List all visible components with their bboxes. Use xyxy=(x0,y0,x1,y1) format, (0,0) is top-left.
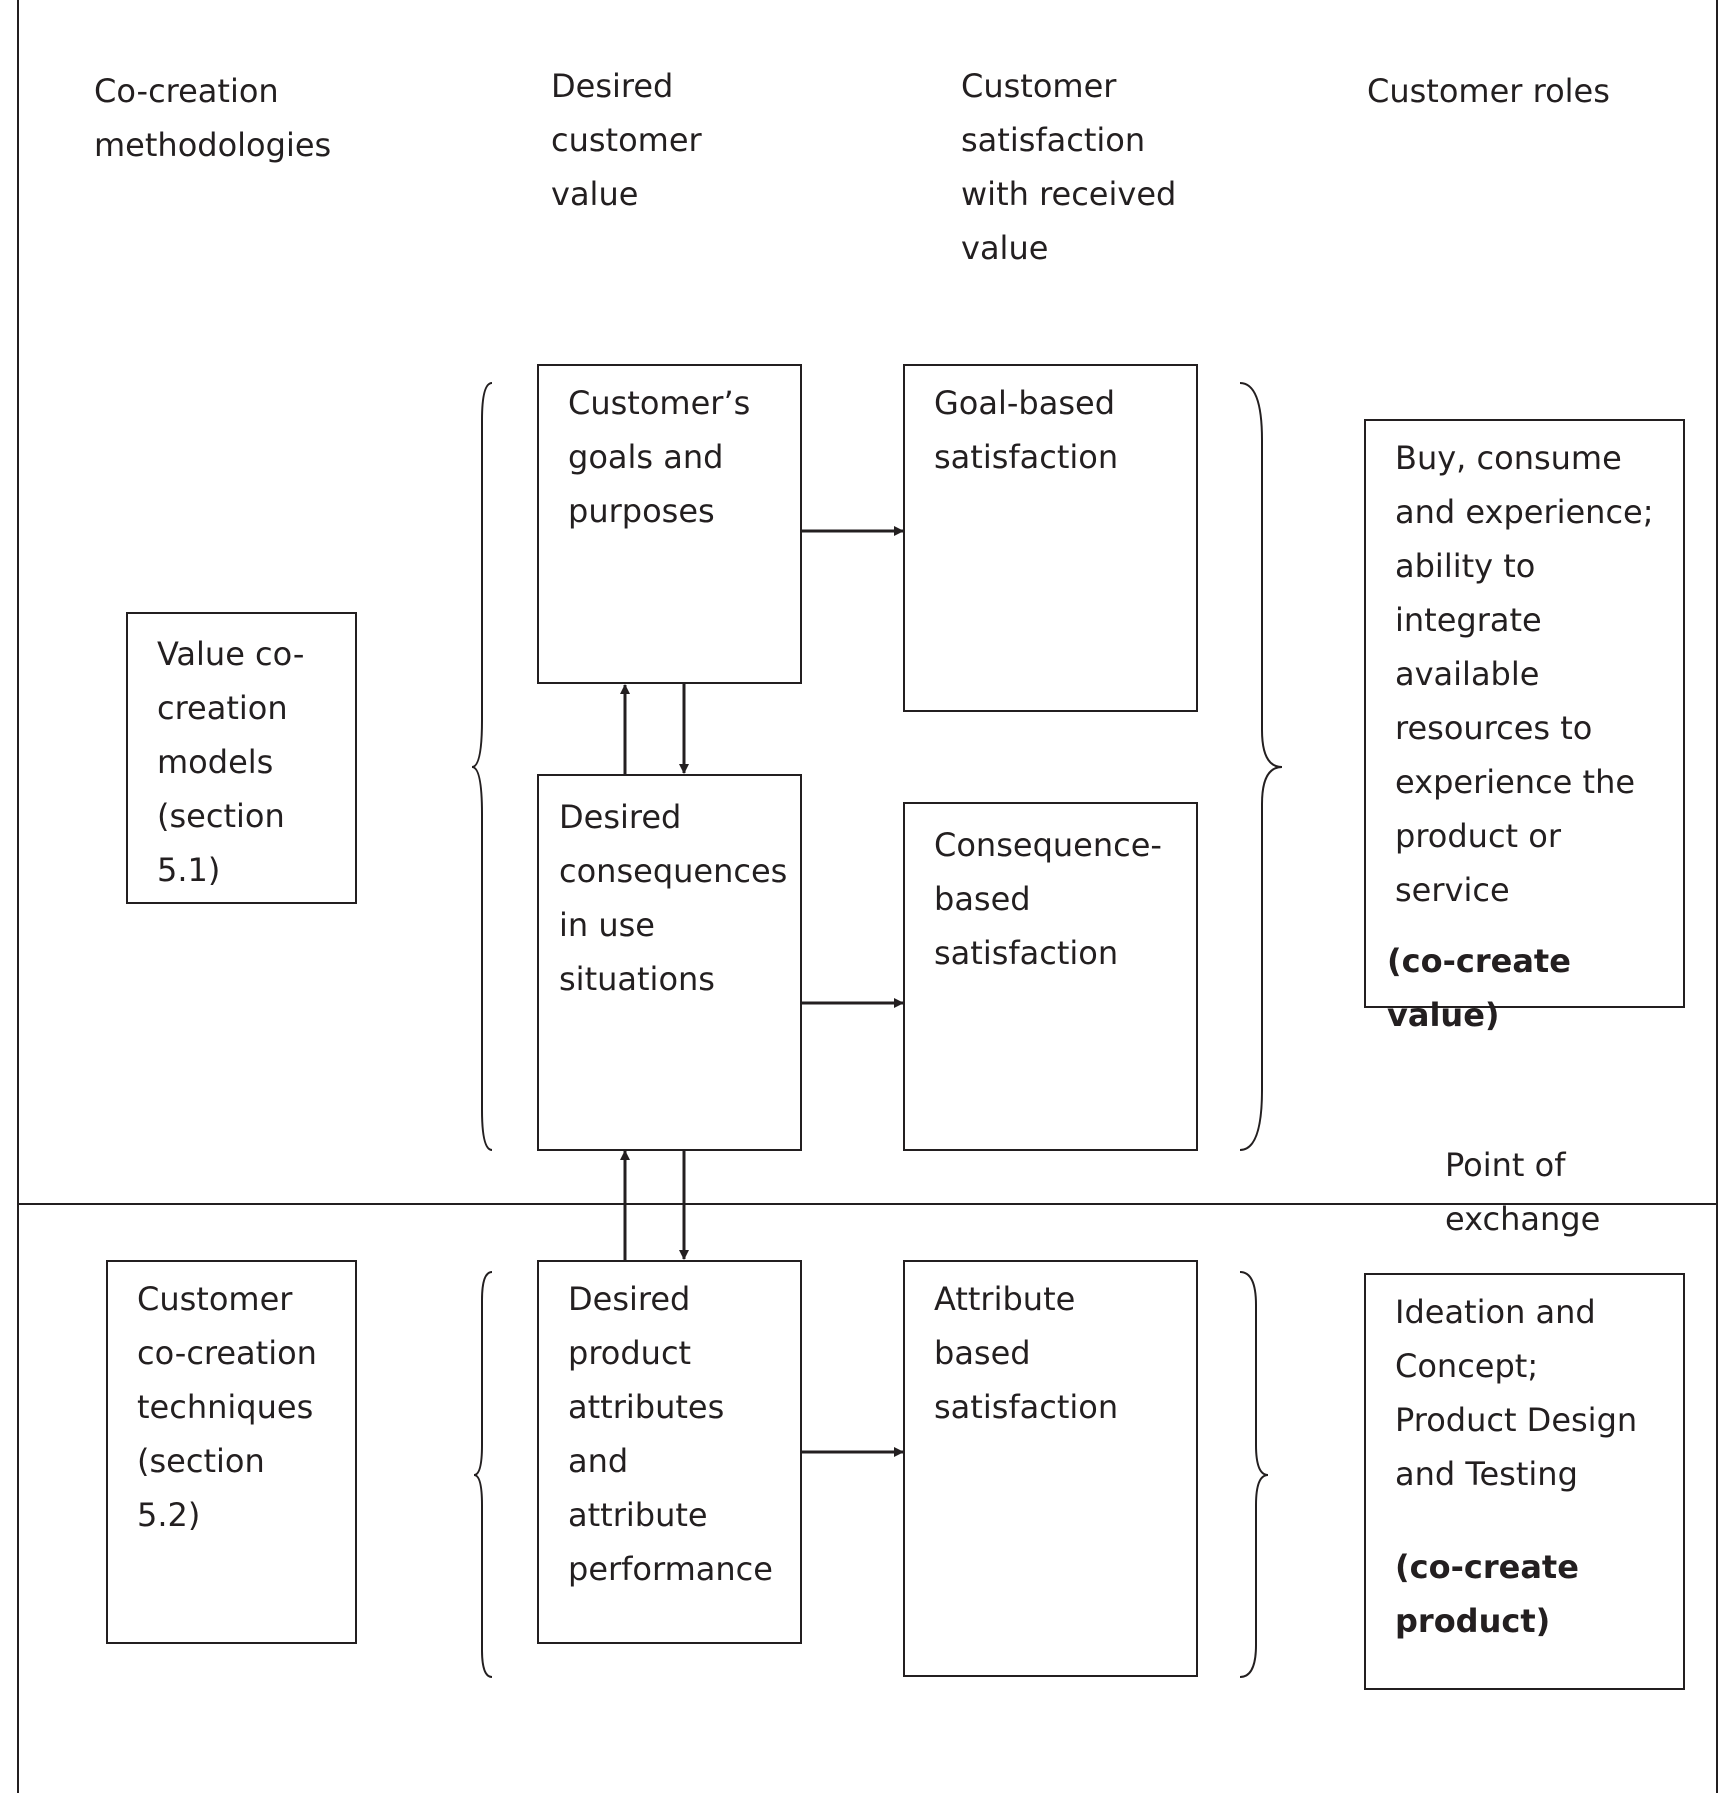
goals-and-purposes-text: Customer’s goals and purposes xyxy=(568,384,751,530)
co-create-product-role-box: Ideation and Concept; Product Design and… xyxy=(1364,1273,1685,1690)
desired-consequences-text: Desired consequences in use situations xyxy=(559,798,788,998)
desired-consequences-box: Desired consequences in use situations xyxy=(537,774,802,1151)
goal-based-satisfaction-text: Goal-based satisfaction xyxy=(934,384,1119,476)
point-of-exchange-label: Point of exchange xyxy=(1445,1146,1601,1238)
customer-co-creation-techniques-text: Customer co-creation techniques (section… xyxy=(137,1280,317,1534)
right-brace-upper xyxy=(1239,382,1283,1151)
header-desired-customer-value: Desired customer value xyxy=(551,67,702,213)
co-create-value-label: (co-create value) xyxy=(1387,942,1571,1034)
goals-and-purposes-box: Customer’s goals and purposes xyxy=(537,364,802,684)
value-co-creation-models-text: Value co- creation models (section 5.1) xyxy=(157,635,305,889)
consequence-based-satisfaction-box: Consequence- based satisfaction xyxy=(903,802,1198,1151)
co-create-product-role-text: Ideation and Concept; Product Design and… xyxy=(1395,1293,1638,1493)
customer-co-creation-techniques-box: Customer co-creation techniques (section… xyxy=(106,1260,357,1644)
right-brace-lower xyxy=(1239,1271,1269,1678)
header-co-creation-methodologies: Co-creation methodologies xyxy=(94,72,332,164)
attribute-based-satisfaction-text: Attribute based satisfaction xyxy=(934,1280,1119,1426)
goal-based-satisfaction-box: Goal-based satisfaction xyxy=(903,364,1198,712)
desired-product-attributes-text: Desired product attributes and attribute… xyxy=(568,1280,773,1588)
left-brace-lower xyxy=(473,1271,493,1678)
header-customer-satisfaction: Customer satisfaction with received valu… xyxy=(961,67,1177,267)
header-customer-roles: Customer roles xyxy=(1367,72,1610,110)
co-create-value-role-box: Buy, consume and experience; ability to … xyxy=(1364,419,1685,1034)
desired-product-attributes-box: Desired product attributes and attribute… xyxy=(537,1260,802,1644)
co-create-value-role-text: Buy, consume and experience; ability to … xyxy=(1395,439,1654,909)
attribute-based-satisfaction-box: Attribute based satisfaction xyxy=(903,1260,1198,1677)
left-brace-upper xyxy=(471,382,493,1151)
co-create-product-label: (co-create product) xyxy=(1395,1548,1579,1640)
consequence-based-satisfaction-text: Consequence- based satisfaction xyxy=(934,826,1162,972)
value-co-creation-models-box: Value co- creation models (section 5.1) xyxy=(126,612,357,904)
